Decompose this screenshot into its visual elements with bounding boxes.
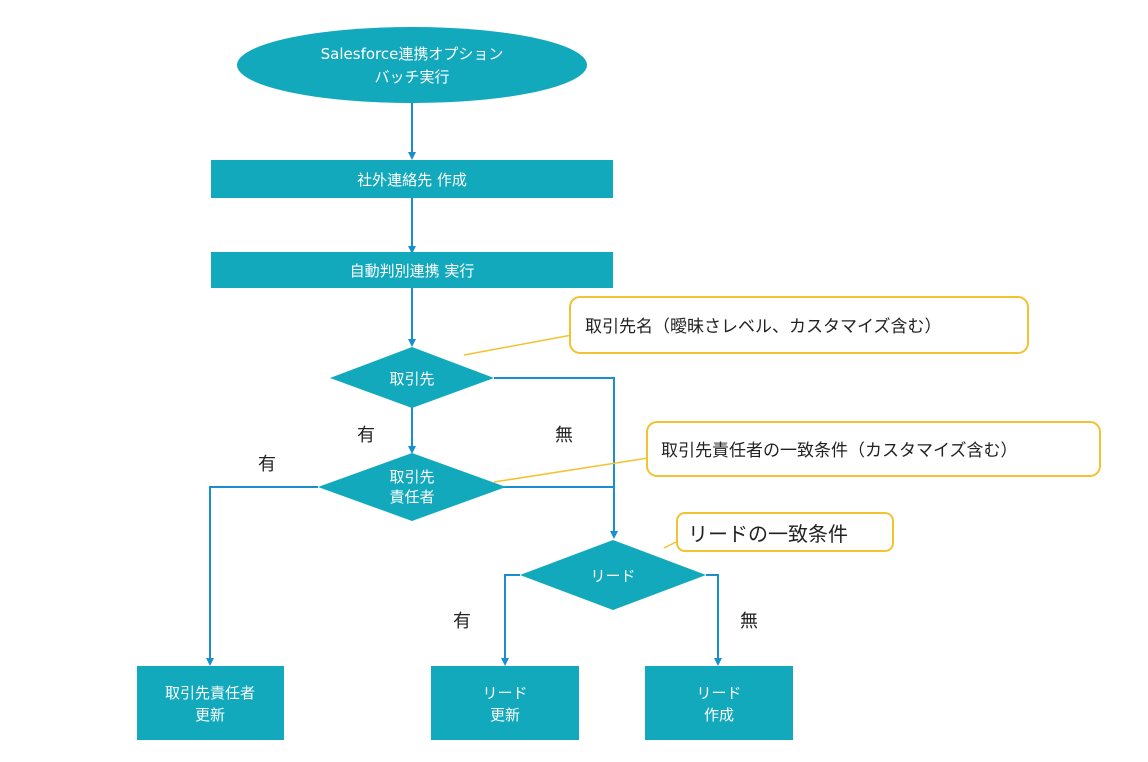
callout-lead-match: リードの一致条件 bbox=[676, 512, 894, 552]
start-node-line-2: バッチ実行 bbox=[374, 68, 449, 86]
callout-lead-match-text: リードの一致条件 bbox=[688, 522, 848, 546]
auto-link-label: 自動判別連携 実行 bbox=[350, 262, 475, 280]
decision-account: 取引先 bbox=[330, 347, 494, 408]
update-lead-node: リード 更新 bbox=[431, 666, 579, 740]
decision-lead: リード bbox=[520, 540, 706, 610]
update-contact-line-2: 更新 bbox=[195, 706, 225, 724]
decision-contact-line-2: 責任者 bbox=[389, 488, 434, 506]
branch-contact-yes: 有 bbox=[258, 454, 276, 475]
callout-account-name: 取引先名（曖昧さレベル、カスタマイズ含む） bbox=[569, 296, 1029, 354]
callout-contact-match: 取引先責任者の一致条件（カスタマイズ含む） bbox=[646, 421, 1101, 477]
decision-lead-label: リード bbox=[590, 567, 635, 585]
decision-contact: 取引先 責任者 bbox=[318, 453, 506, 521]
create-lead-line-1: リード bbox=[696, 684, 741, 702]
start-node: Salesforce連携オプション バッチ実行 bbox=[237, 27, 587, 103]
update-lead-line-1: リード bbox=[482, 684, 527, 702]
create-contact-label: 社外連絡先 作成 bbox=[357, 171, 467, 189]
update-lead-line-2: 更新 bbox=[490, 706, 520, 724]
connectors bbox=[206, 95, 722, 666]
decision-contact-line-1: 取引先 bbox=[389, 468, 434, 486]
pointer-contact-callout bbox=[493, 457, 649, 483]
start-node-line-1: Salesforce連携オプション bbox=[321, 45, 504, 63]
decision-account-label: 取引先 bbox=[389, 370, 434, 388]
update-contact-node: 取引先責任者 更新 bbox=[137, 666, 284, 740]
create-lead-node: リード 作成 bbox=[645, 666, 793, 740]
arrow-account-no-to-lead bbox=[494, 377, 618, 539]
arrow-lead-no-to-create bbox=[706, 574, 722, 666]
branch-lead-no: 無 bbox=[740, 611, 758, 632]
update-contact-line-1: 取引先責任者 bbox=[165, 684, 255, 702]
branch-lead-yes: 有 bbox=[453, 611, 471, 632]
arrow-lead-yes-to-update bbox=[501, 574, 520, 666]
branch-account-yes: 有 bbox=[357, 425, 375, 446]
callout-account-name-text: 取引先名（曖昧さレベル、カスタマイズ含む） bbox=[585, 317, 942, 337]
create-lead-line-2: 作成 bbox=[704, 706, 734, 724]
create-contact-node: 社外連絡先 作成 bbox=[211, 160, 613, 198]
pointer-account-callout bbox=[463, 334, 573, 356]
callout-contact-match-text: 取引先責任者の一致条件（カスタマイズ含む） bbox=[661, 441, 1018, 461]
arrow-contact-yes-to-update bbox=[206, 486, 318, 666]
branch-account-no: 無 bbox=[555, 425, 573, 446]
auto-link-node: 自動判別連携 実行 bbox=[211, 252, 613, 288]
